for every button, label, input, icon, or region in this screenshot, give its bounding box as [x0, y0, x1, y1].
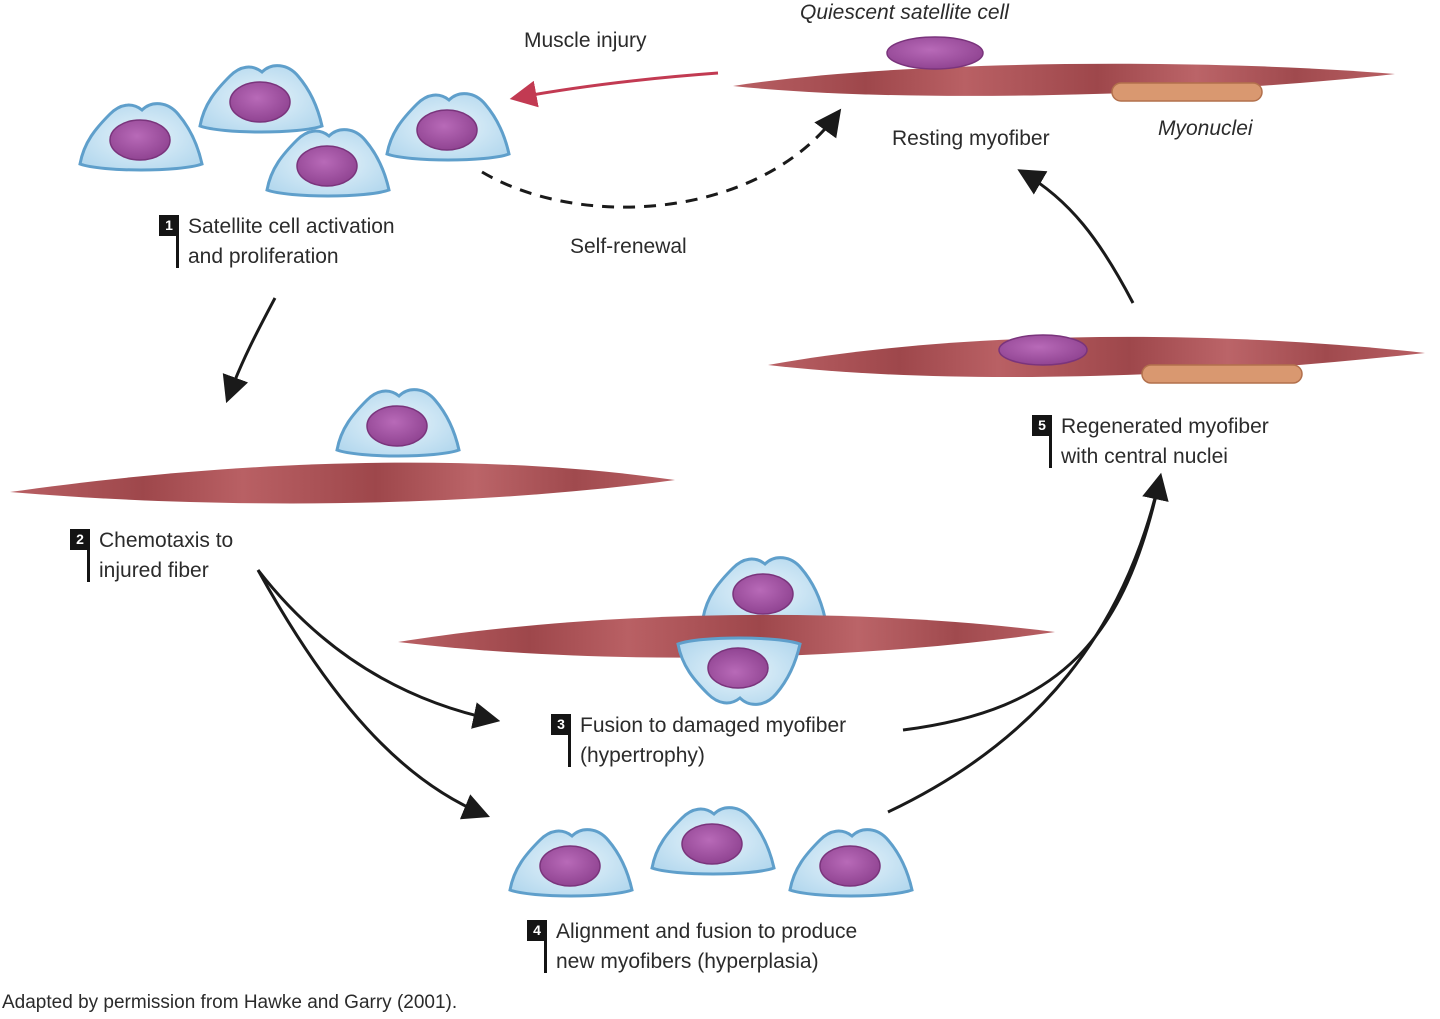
resting-myofiber-label: Resting myofiber [892, 127, 1050, 150]
migrating-satellite-cell [335, 388, 461, 458]
quiescent-satellite-cell-label: Quiescent satellite cell [800, 1, 1009, 24]
fusing-satellite-cell [676, 636, 802, 706]
arrow-step2-to-step3 [256, 569, 501, 729]
myonucleus [1141, 364, 1303, 384]
credit-line: Adapted by permission from Hawke and Gar… [2, 992, 458, 1013]
step-marker [87, 548, 90, 582]
aligned-satellite-cell [508, 828, 634, 898]
step-marker [176, 234, 179, 268]
step-number: 5 [1032, 415, 1052, 436]
aligned-satellite-cell [650, 806, 776, 876]
injured-fiber [10, 462, 675, 504]
arrow-step2-to-step4 [256, 569, 490, 820]
resting-myofiber [733, 63, 1395, 96]
arrow-step4-to-step5 [887, 477, 1162, 814]
regenerated-myofiber [768, 336, 1425, 378]
satellite-cell [198, 64, 324, 134]
damaged-myofiber [398, 614, 1055, 658]
step-marker [1049, 434, 1052, 468]
step-label: Fusion to damaged myofiber(hypertrophy) [580, 714, 847, 767]
step-number: 4 [527, 920, 547, 941]
self-renewal-arrow [481, 108, 842, 209]
muscle-injury-arrow [509, 71, 719, 108]
satellite-cell [78, 102, 204, 172]
fusing-satellite-cell [701, 556, 827, 626]
arrow-step5-to-resting [1017, 169, 1135, 304]
quiescent-satellite-cell [886, 36, 984, 70]
myonucleus [1111, 82, 1263, 102]
step-marker [544, 939, 547, 973]
self-renewal-label: Self-renewal [570, 235, 687, 258]
muscle-injury-label: Muscle injury [524, 29, 647, 52]
step-marker [568, 733, 571, 767]
myonuclei-label: Myonuclei [1158, 117, 1253, 140]
arrow-step3-to-step5 [902, 472, 1169, 732]
aligned-satellite-cell [788, 828, 914, 898]
satellite-cell [265, 128, 391, 198]
step-number: 2 [70, 529, 90, 550]
step-number: 3 [551, 714, 571, 735]
arrow-step1-to-step2 [222, 297, 277, 404]
satellite-cell [385, 92, 511, 162]
step-number: 1 [159, 215, 179, 236]
central-nucleus [998, 334, 1088, 366]
